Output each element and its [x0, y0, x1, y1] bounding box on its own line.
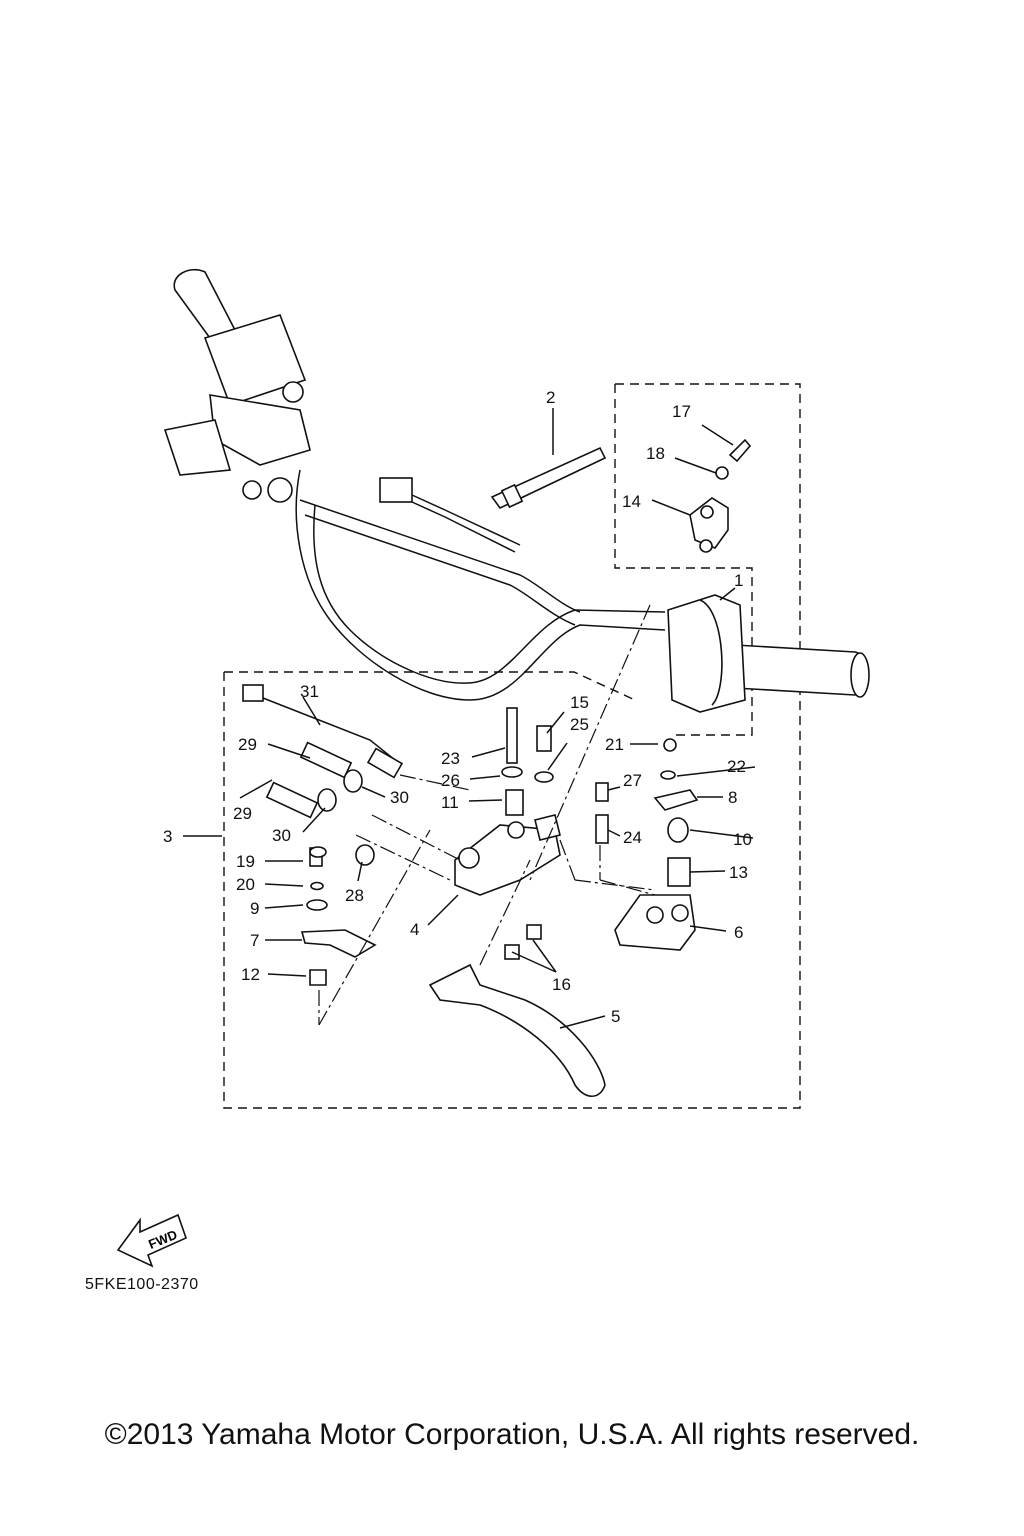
callout-30-b: 30 [272, 826, 291, 845]
callout-17: 17 [672, 402, 691, 421]
callout-22: 22 [727, 757, 746, 776]
callout-28: 28 [345, 886, 364, 905]
leader-lines [183, 408, 756, 1029]
callout-10: 10 [733, 830, 752, 849]
callout-20: 20 [236, 875, 255, 894]
callout-29-a: 29 [238, 735, 257, 754]
callout-2: 2 [546, 388, 555, 407]
callout-31: 31 [300, 682, 319, 701]
connector [379, 477, 521, 553]
callout-19: 19 [236, 852, 255, 871]
callout-24: 24 [623, 828, 642, 847]
callout-25: 25 [570, 715, 589, 734]
callout-6: 6 [734, 923, 743, 942]
lever-holder-4 [454, 814, 561, 896]
fwd-arrow: FWD [116, 1213, 187, 1268]
callout-8: 8 [728, 788, 737, 807]
callout-11: 11 [441, 793, 459, 812]
callout-30-a: 30 [390, 788, 409, 807]
callout-labels: 1 2 3 4 5 6 7 8 9 10 11 12 13 14 15 16 1… [163, 388, 752, 1026]
group-box-3 [223, 570, 801, 1109]
adjusters-29-30 [265, 741, 363, 819]
callout-23: 23 [441, 749, 460, 768]
callout-1: 1 [734, 571, 743, 590]
band-2 [490, 446, 607, 510]
cable-31 [242, 684, 404, 779]
callout-27: 27 [623, 771, 642, 790]
lever-5 [428, 963, 606, 1098]
callout-18: 18 [646, 444, 665, 463]
copyright-notice: ©2013 Yamaha Motor Corporation, U.S.A. A… [104, 1418, 920, 1451]
callout-7: 7 [250, 931, 259, 950]
callout-9: 9 [250, 899, 259, 918]
callout-26: 26 [441, 771, 460, 790]
callout-13: 13 [729, 863, 748, 882]
callout-5: 5 [611, 1007, 620, 1026]
diagram-code: 5FKE100-2370 [85, 1276, 199, 1293]
left-switch-assembly [163, 268, 311, 503]
holder-14 [689, 438, 752, 553]
group-box-14 [614, 383, 801, 736]
callout-12: 12 [241, 965, 260, 984]
callout-4: 4 [410, 920, 419, 939]
handlebar [295, 469, 666, 701]
callout-29-b: 29 [233, 804, 252, 823]
callout-14: 14 [622, 492, 641, 511]
callout-3: 3 [163, 827, 172, 846]
right-switch-assembly [667, 594, 870, 713]
small-parts [300, 707, 699, 986]
callout-21: 21 [605, 735, 624, 754]
callout-16: 16 [552, 975, 571, 994]
bracket-6 [614, 894, 696, 951]
callout-15: 15 [570, 693, 589, 712]
